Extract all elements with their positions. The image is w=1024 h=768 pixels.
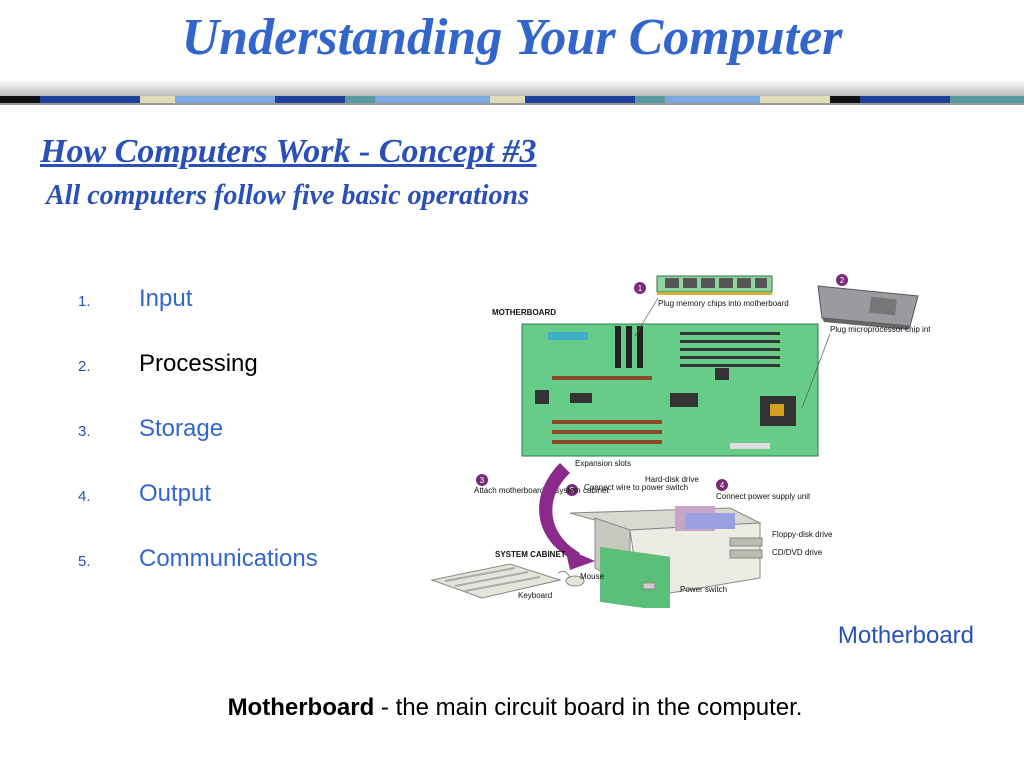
cd-dvd-label: CD/DVD drive <box>772 548 823 557</box>
operation-number: 4. <box>78 488 91 505</box>
operation-item: 4. Output <box>78 480 318 545</box>
operation-number: 1. <box>78 293 91 310</box>
operation-label: Storage <box>139 415 224 442</box>
power-switch-label: Power switch <box>680 585 727 594</box>
operation-label: Output <box>139 480 212 507</box>
system-cabinet-title: SYSTEM CABINET <box>495 550 566 559</box>
operation-number: 2. <box>78 358 91 375</box>
connector-line <box>634 297 659 337</box>
step-badge-3: 3 <box>476 474 488 486</box>
operation-number: 3. <box>78 423 91 440</box>
step-badge-4: 4 <box>716 479 728 491</box>
step-badge-5: 5 <box>566 484 578 496</box>
diagram-caption: Motherboard <box>837 622 974 649</box>
step-4-label: Connect power supply unit <box>716 492 811 501</box>
floppy-disk-label: Floppy-disk drive <box>772 530 833 539</box>
expansion-slots-label: Expansion slots <box>575 459 631 468</box>
svg-text:4: 4 <box>720 481 725 490</box>
microprocessor-chip-icon <box>817 285 919 330</box>
keyboard-icon <box>430 563 562 599</box>
svg-text:3: 3 <box>480 476 485 485</box>
keyboard-label: Keyboard <box>518 591 552 600</box>
hard-disk-label: Hard-disk drive <box>645 475 699 484</box>
definition-text: - the main circuit board in the computer… <box>374 694 803 721</box>
connector-line <box>801 333 831 409</box>
step-badge-1: 1 <box>634 282 646 294</box>
operation-label: Processing <box>139 350 258 377</box>
mouse-label: Mouse <box>580 572 605 581</box>
definition-term: Motherboard <box>227 694 375 721</box>
operations-list: 1. Input 2. Processing 3. Storage 4. Out… <box>78 285 318 610</box>
operation-label: Communications <box>139 545 318 572</box>
slide-title: Understanding Your Computer <box>181 9 843 66</box>
step-3-label: Attach motherboard to system cabinet <box>474 486 610 495</box>
step-2-label: Plug microprocessor chip into motherboar… <box>830 325 930 334</box>
step-badge-2: 2 <box>836 274 848 286</box>
motherboard-icon <box>521 323 819 457</box>
concept-tagline: All computers follow five basic operatio… <box>46 180 529 211</box>
operation-item: 2. Processing <box>78 350 318 415</box>
svg-text:2: 2 <box>840 276 845 285</box>
memory-chip-icon <box>656 275 773 295</box>
operation-item: 5. Communications <box>78 545 318 610</box>
operation-label: Input <box>139 285 193 312</box>
curved-arrow-icon <box>539 463 580 561</box>
operation-number: 5. <box>78 553 91 570</box>
motherboard-title: MOTHERBOARD <box>492 308 556 317</box>
system-cabinet-icon <box>569 506 763 608</box>
mouse-icon <box>557 570 585 587</box>
svg-text:1: 1 <box>638 284 643 293</box>
motherboard-diagram: 1 2 3 4 5 Plug memory chips into motherb… <box>430 274 930 608</box>
step-5-label: Connect wire to power switch <box>584 483 688 492</box>
svg-text:5: 5 <box>570 486 575 495</box>
concept-heading: How Computers Work - Concept #3 <box>40 133 537 170</box>
definition: Motherboard - the main circuit board in … <box>0 694 1024 722</box>
operation-item: 1. Input <box>78 285 318 350</box>
arrow-head-icon <box>565 548 595 570</box>
step-1-label: Plug memory chips into motherboard <box>658 299 789 308</box>
decorative-band <box>0 80 1024 105</box>
operation-item: 3. Storage <box>78 415 318 480</box>
